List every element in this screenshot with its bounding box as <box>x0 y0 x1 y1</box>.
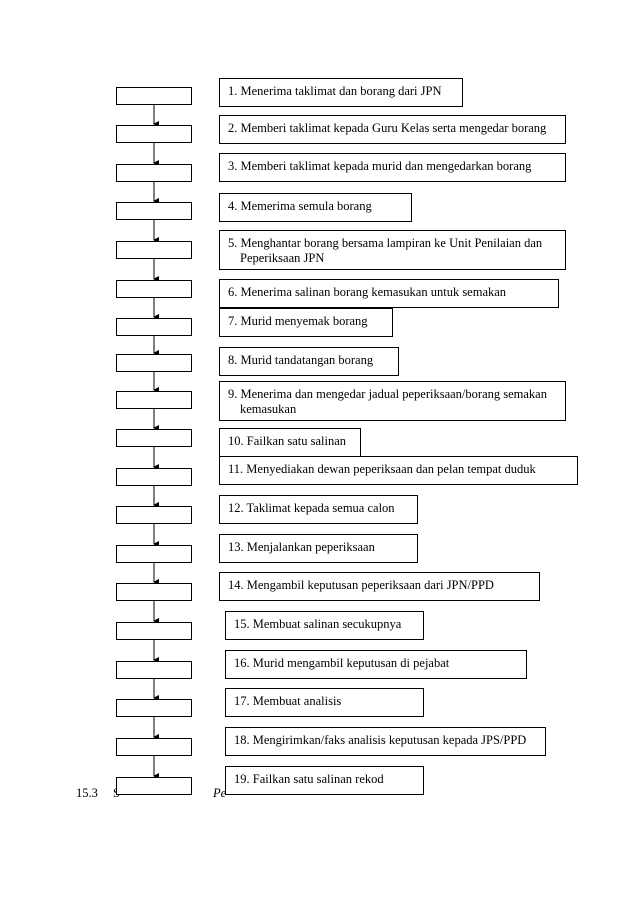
step-box-19: 19. Failkan satu salinan rekod <box>225 766 424 795</box>
step-label: 4. Memerima semula borang <box>228 199 372 213</box>
step-label: 7. Murid menyemak borang <box>228 314 368 328</box>
step-label: 5. Menghantar borang bersama lampiran ke… <box>228 236 543 250</box>
left-box-16 <box>116 661 192 679</box>
step-box-15: 15. Membuat salinan secukupnya <box>225 611 424 640</box>
step-box-18: 18. Mengirimkan/faks analisis keputusan … <box>225 727 546 756</box>
section-number: 15.3 <box>76 786 98 800</box>
step-label: 19. Failkan satu salinan rekod <box>234 772 384 786</box>
left-box-10 <box>116 429 192 447</box>
step-box-2: 2. Memberi taklimat kepada Guru Kelas se… <box>219 115 566 144</box>
step-box-17: 17. Membuat analisis <box>225 688 424 717</box>
step-label: 1. Menerima taklimat dan borang dari JPN <box>228 84 442 98</box>
step-label: 10. Failkan satu salinan <box>228 434 347 448</box>
step-box-14: 14. Mengambil keputusan peperiksaan dari… <box>219 572 540 601</box>
left-box-2 <box>116 125 192 143</box>
step-label: 6. Menerima salinan borang kemasukan unt… <box>228 285 507 299</box>
step-box-16: 16. Murid mengambil keputusan di pejabat <box>225 650 527 679</box>
left-box-1 <box>116 87 192 105</box>
step-label: 14. Mengambil keputusan peperiksaan dari… <box>228 578 494 592</box>
left-box-15 <box>116 622 192 640</box>
left-box-13 <box>116 545 192 563</box>
left-box-7 <box>116 318 192 336</box>
step-box-11: 11. Menyediakan dewan peperiksaan dan pe… <box>219 456 578 485</box>
left-box-18 <box>116 738 192 756</box>
step-box-8: 8. Murid tandatangan borang <box>219 347 399 376</box>
step-label: 15. Membuat salinan secukupnya <box>234 617 402 631</box>
section-heading-right: Pe <box>213 786 227 800</box>
step-label: 12. Taklimat kepada semua calon <box>228 501 395 515</box>
left-box-9 <box>116 391 192 409</box>
step-box-6: 6. Menerima salinan borang kemasukan unt… <box>219 279 559 308</box>
left-box-4 <box>116 202 192 220</box>
step-label-line2: Peperiksaan JPN <box>240 251 325 265</box>
left-box-3 <box>116 164 192 182</box>
left-box-8 <box>116 354 192 372</box>
step-label-line2: kemasukan <box>240 402 297 416</box>
left-box-17 <box>116 699 192 717</box>
step-label: 11. Menyediakan dewan peperiksaan dan pe… <box>228 462 536 476</box>
step-label: 3. Memberi taklimat kepada murid dan men… <box>228 159 532 173</box>
step-box-7: 7. Murid menyemak borang <box>219 308 393 337</box>
step-label: 9. Menerima dan mengedar jadual peperiks… <box>228 387 547 401</box>
left-box-5 <box>116 241 192 259</box>
step-box-1: 1. Menerima taklimat dan borang dari JPN <box>219 78 463 107</box>
left-box-19 <box>116 777 192 795</box>
step-label: 8. Murid tandatangan borang <box>228 353 374 367</box>
step-label: 13. Menjalankan peperiksaan <box>228 540 375 554</box>
left-box-6 <box>116 280 192 298</box>
step-box-10: 10. Failkan satu salinan <box>219 428 361 457</box>
step-box-12: 12. Taklimat kepada semua calon <box>219 495 418 524</box>
step-label: 16. Murid mengambil keputusan di pejabat <box>234 656 450 670</box>
step-box-5: 5. Menghantar borang bersama lampiran ke… <box>219 230 566 270</box>
left-box-14 <box>116 583 192 601</box>
step-label: 17. Membuat analisis <box>234 694 342 708</box>
left-box-12 <box>116 506 192 524</box>
step-box-3: 3. Memberi taklimat kepada murid dan men… <box>219 153 566 182</box>
step-label: 18. Mengirimkan/faks analisis keputusan … <box>234 733 527 747</box>
step-label: 2. Memberi taklimat kepada Guru Kelas se… <box>228 121 547 135</box>
left-box-11 <box>116 468 192 486</box>
step-box-13: 13. Menjalankan peperiksaan <box>219 534 418 563</box>
step-box-4: 4. Memerima semula borang <box>219 193 412 222</box>
step-box-9: 9. Menerima dan mengedar jadual peperiks… <box>219 381 566 421</box>
